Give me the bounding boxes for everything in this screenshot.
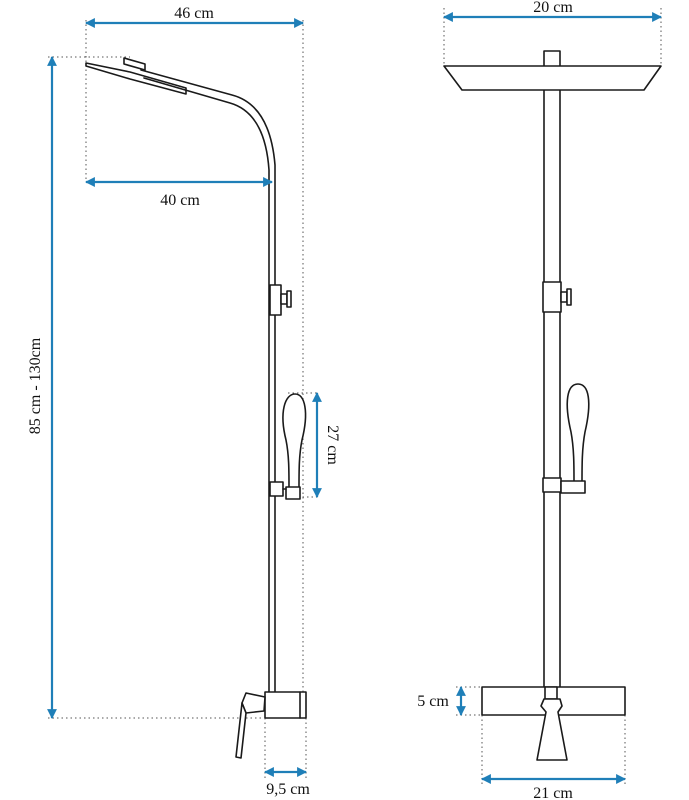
dim-mixer-depth: 9,5 cm: [264, 767, 310, 798]
side-view-guides: [48, 20, 318, 778]
dim-mixer-width-label: 21 cm: [533, 785, 573, 800]
hand-shower-side: [269, 393, 307, 500]
hand-shower-front: [542, 383, 590, 494]
slider-clamp-upper-front: [542, 281, 572, 313]
mixer-front: [481, 686, 626, 761]
dim-arm-reach: 40 cm: [85, 177, 273, 209]
mixer-side: [235, 691, 307, 759]
dim-mixer-height-label: 5 cm: [417, 693, 449, 710]
side-view: 46 cm 40 cm 85 cm - 130cm 27 cm 9,5 cm: [27, 5, 341, 798]
dim-mixer-depth-label: 9,5 cm: [266, 781, 310, 798]
dim-head-width-label: 20 cm: [533, 0, 573, 16]
dim-mixer-width: 21 cm: [481, 774, 626, 800]
shower-riser-side: [140, 69, 276, 701]
front-view: 20 cm 5 cm 21 cm: [417, 0, 662, 800]
dim-height-range: 85 cm - 130cm: [27, 56, 57, 719]
shower-head-front: [443, 50, 662, 91]
dim-head-width: 20 cm: [443, 0, 662, 22]
shower-head-side: [85, 57, 187, 95]
dim-arm-reach-label: 40 cm: [160, 192, 200, 209]
dim-handle-length-label: 27 cm: [324, 425, 341, 465]
dim-handle-length: 27 cm: [312, 392, 341, 498]
dim-height-range-label: 85 cm - 130cm: [27, 337, 44, 434]
dim-top-reach: 46 cm: [85, 5, 304, 28]
dim-mixer-height: 5 cm: [417, 686, 466, 716]
dim-top-reach-label: 46 cm: [174, 5, 214, 22]
shower-riser-front: [543, 87, 561, 689]
slider-clamp-upper-side: [269, 284, 292, 316]
